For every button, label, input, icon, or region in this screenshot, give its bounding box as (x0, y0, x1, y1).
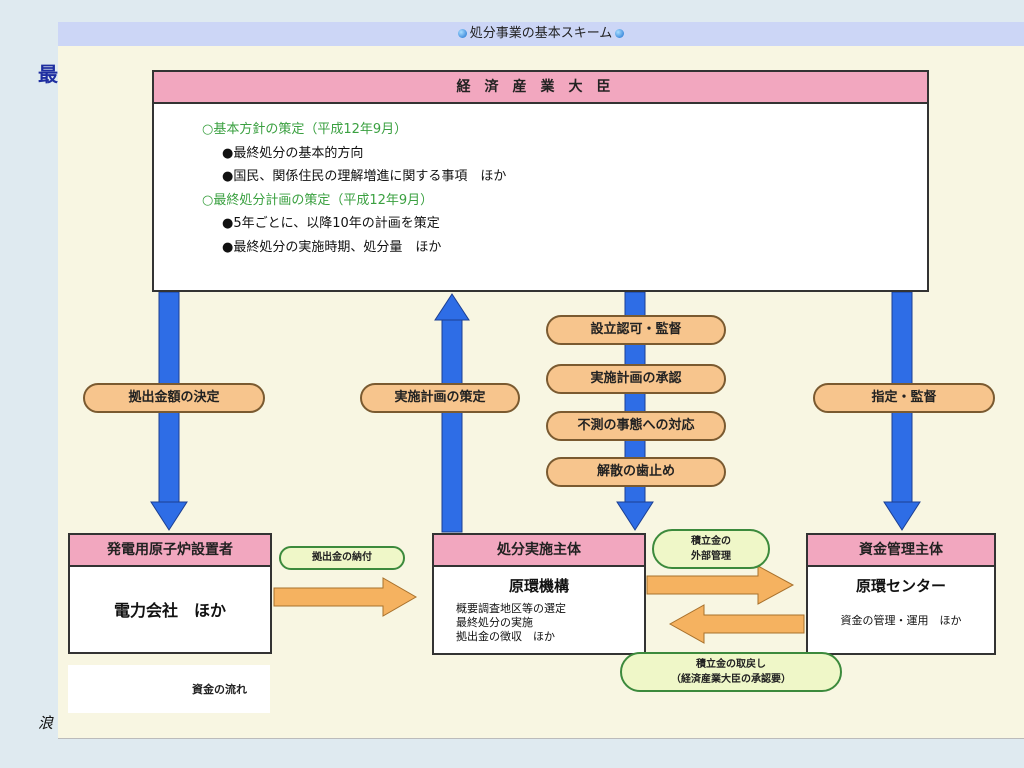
policy-line-basic: ○基本方針の策定（平成12年9月） (202, 122, 408, 137)
blue-dot-icon (457, 29, 467, 38)
operator-title: 発電用原子炉設置者 (70, 535, 270, 567)
duty-line: ●5年ごとに、以降10年の計画を策定 (222, 216, 440, 231)
implementer-duty-line: 概要調査地区等の選定 (456, 602, 566, 615)
fund-arrow-payment (273, 577, 418, 617)
blue-dot-icon (615, 29, 625, 38)
fund-arrow-deposit (646, 565, 795, 605)
legend: 資金の流れ (68, 665, 270, 713)
label-approval-supervision: 設立認可・監督 (546, 315, 726, 345)
fund-manager-name: 原環センター (855, 577, 946, 595)
slide-footer-fragment: 浪 (38, 714, 54, 732)
implementer-duty-line: 拠出金の徴収 ほか (456, 630, 555, 643)
implementer-name: 原環機構 (508, 577, 569, 595)
operator-body: 電力会社 ほか (113, 601, 226, 620)
label-external-management: 積立金の 外部管理 (652, 529, 770, 569)
legend-label: 資金の流れ (192, 683, 247, 696)
slide-title-fragment: 最 (38, 62, 58, 86)
label-dissolution-limit: 解散の歯止め (546, 457, 726, 487)
label-plan-formulation: 実施計画の策定 (360, 383, 520, 413)
diagram-header: 処分事業の基本スキーム (58, 22, 1024, 46)
duty-line: ●最終処分の基本的方向 (222, 145, 364, 161)
minister-duties: ○基本方針の策定（平成12年9月） ●最終処分の基本的方向 ●国民、関係住民の理… (154, 104, 927, 259)
label-contribution-decision: 拠出金額の決定 (83, 383, 265, 413)
fund-arrow-withdrawal (668, 604, 805, 644)
arrow-up-middle (434, 293, 470, 533)
fund-manager-body: 資金の管理・運用 ほか (840, 614, 962, 627)
label-withdrawal-line: 積立金の取戻し (696, 659, 766, 670)
duty-line: ●最終処分の実施時期、処分量 ほか (222, 239, 442, 255)
operator-box: 発電用原子炉設置者 電力会社 ほか (68, 533, 272, 654)
policy-line-final: ○最終処分計画の策定（平成12年9月） (202, 192, 434, 208)
implementer-duties: 概要調査地区等の選定 最終処分の実施 拠出金の徴収 ほか (434, 602, 644, 644)
arrow-down-center (616, 291, 654, 531)
scheme-diagram: 処分事業の基本スキーム (58, 22, 1024, 739)
implementer-box: 処分実施主体 原環機構 概要調査地区等の選定 最終処分の実施 拠出金の徴収 ほか (432, 533, 646, 655)
fund-manager-title: 資金管理主体 (808, 535, 994, 567)
label-designation-supervision: 指定・監督 (813, 383, 995, 413)
minister-box: 経済産業大臣 ○基本方針の策定（平成12年9月） ●最終処分の基本的方向 ●国民… (152, 70, 929, 292)
minister-title: 経済産業大臣 (154, 72, 927, 104)
label-plan-approval: 実施計画の承認 (546, 364, 726, 394)
label-withdrawal-line: （経済産業大臣の承認要） (671, 674, 791, 685)
label-contingency: 不測の事態への対応 (546, 411, 726, 441)
label-external-management-line: 外部管理 (691, 551, 731, 562)
fund-manager-box: 資金管理主体 原環センター 資金の管理・運用 ほか (806, 533, 996, 655)
label-payment: 拠出金の納付 (279, 546, 405, 570)
diagram-title: 処分事業の基本スキーム (469, 26, 613, 41)
label-withdrawal: 積立金の取戻し （経済産業大臣の承認要） (620, 652, 842, 692)
implementer-title: 処分実施主体 (434, 535, 644, 567)
label-external-management-line: 積立金の (691, 536, 731, 547)
implementer-duty-line: 最終処分の実施 (456, 616, 533, 629)
duty-line: ●国民、関係住民の理解増進に関する事項 ほか (222, 169, 507, 184)
